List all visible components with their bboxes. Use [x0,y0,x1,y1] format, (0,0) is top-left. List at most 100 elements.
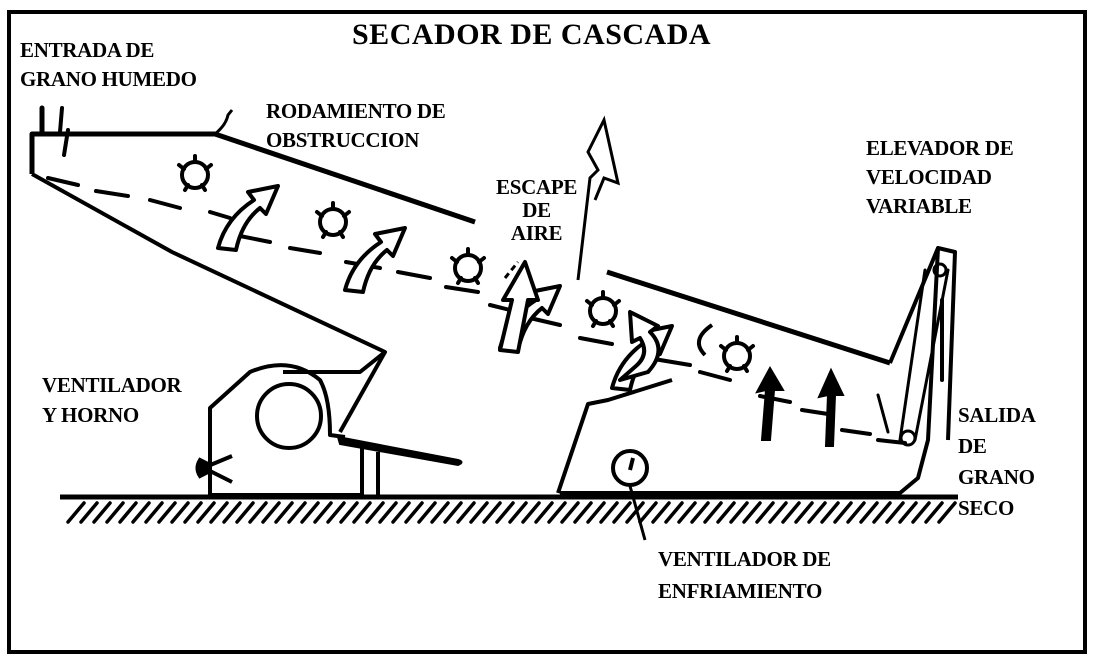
hatch-mark [599,501,619,524]
label-line: RODAMIENTO DE [266,99,446,123]
baffle-dash [840,428,872,436]
hatch-mark [430,501,450,524]
dryer-lower-section [556,246,957,495]
hatch-mark [859,501,879,524]
baffle-dash [528,316,562,327]
hatch-mark [703,501,723,524]
rodamiento-pointer-line [214,109,234,136]
hatch-mark [417,501,437,524]
label-line: Y HORNO [42,403,139,427]
hatch-mark [820,501,840,524]
air-arrow-icon [498,260,540,354]
hatch-mark [534,501,554,524]
roller-spoke [746,344,755,352]
label-line: OBSTRUCCION [266,128,420,152]
hatch-mark [222,501,242,524]
baffle-dash [488,303,512,312]
fan-furnace-unit [208,363,380,497]
baffle-dash [94,189,130,198]
roller-spoke [591,319,598,328]
hatch-mark [196,501,216,524]
hatch-mark [833,501,853,524]
roller-icon [585,290,621,328]
hatch-mark [235,501,255,524]
roller-circle [318,207,348,237]
hatch-mark [508,501,528,524]
roller-spoke [742,364,749,373]
label-escape-aire: ESCAPE DE AIRE [496,176,577,245]
air-exhaust-arrow-icon [576,115,621,281]
label-line: SALIDA [958,403,1036,427]
air-flow-arrows [216,184,674,392]
label-elevador-velocidad-variable: ELEVADOR DE VELOCIDAD VARIABLE [866,134,1014,221]
hatch-mark [300,501,320,524]
hatch-mark [209,501,229,524]
baffle-dash [698,370,732,382]
hatch-mark [612,501,632,524]
baffle-dash [800,408,830,416]
roller-spoke [450,256,459,264]
roller-spoke [183,183,190,192]
hatch-mark [729,501,749,524]
roller-icon [719,335,755,373]
roller-icon [315,201,351,239]
roller-spoke [719,344,728,352]
hatch-mark [352,501,372,524]
hatch-mark [144,501,164,524]
roller-circle [722,341,752,371]
hatch-mark [79,501,99,524]
furnace-fan-circle [255,382,323,450]
hatch-mark [404,501,424,524]
baffle-dash [148,198,182,210]
roller-spoke [608,319,615,328]
roller-circle [453,253,483,283]
hatch-mark [781,501,801,524]
roller-icon [450,247,486,285]
hatch-mark [638,501,658,524]
hatch-mark [170,501,190,524]
hatch-mark [885,501,905,524]
hatch-mark [313,501,333,524]
hatch-mark [937,501,957,524]
hatch-mark [677,501,697,524]
hatch-mark [157,501,177,524]
hatch-mark [625,501,645,524]
hatch-mark [365,501,385,524]
hatch-mark [807,501,827,524]
cooling-air-arrows [755,365,845,447]
variable-speed-elevator [876,262,950,447]
diagram-title: SECADOR DE CASCADA [352,18,712,51]
baffle-dash [46,176,80,187]
hatch-mark [755,501,775,524]
hatch-mark [391,501,411,524]
roller-spoke [204,163,213,171]
hatch-mark [105,501,125,524]
label-line: GRANO [958,465,1035,489]
hatch-mark [183,501,203,524]
roller-circle [588,296,618,326]
hatch-mark [339,501,359,524]
label-line: ELEVADOR DE [866,136,1014,160]
hatch-mark [131,501,151,524]
baffle-dash [396,270,432,280]
exhaust-dotted-line [503,261,520,279]
hatch-mark [586,501,606,524]
hatch-mark [261,501,281,524]
label-line: DE [522,198,551,222]
hatch-mark [469,501,489,524]
label-rodamiento-obstruccion: RODAMIENTO DE OBSTRUCCION [266,97,446,155]
label-line: ENFRIAMIENTO [658,579,823,603]
dryer-upper-section [29,131,476,433]
baffle-dash [238,234,272,244]
label-line: VENTILADOR DE [658,547,831,571]
hatch-mark [326,501,346,524]
hatch-mark [664,501,684,524]
hatch-mark [456,501,476,524]
label-line: SECO [958,496,1014,520]
label-line: VENTILADOR [42,373,182,397]
hatch-mark [560,501,580,524]
ground-hatching [66,501,957,524]
recirculation-arrow-icon [696,323,714,357]
roller-spoke [585,299,594,307]
